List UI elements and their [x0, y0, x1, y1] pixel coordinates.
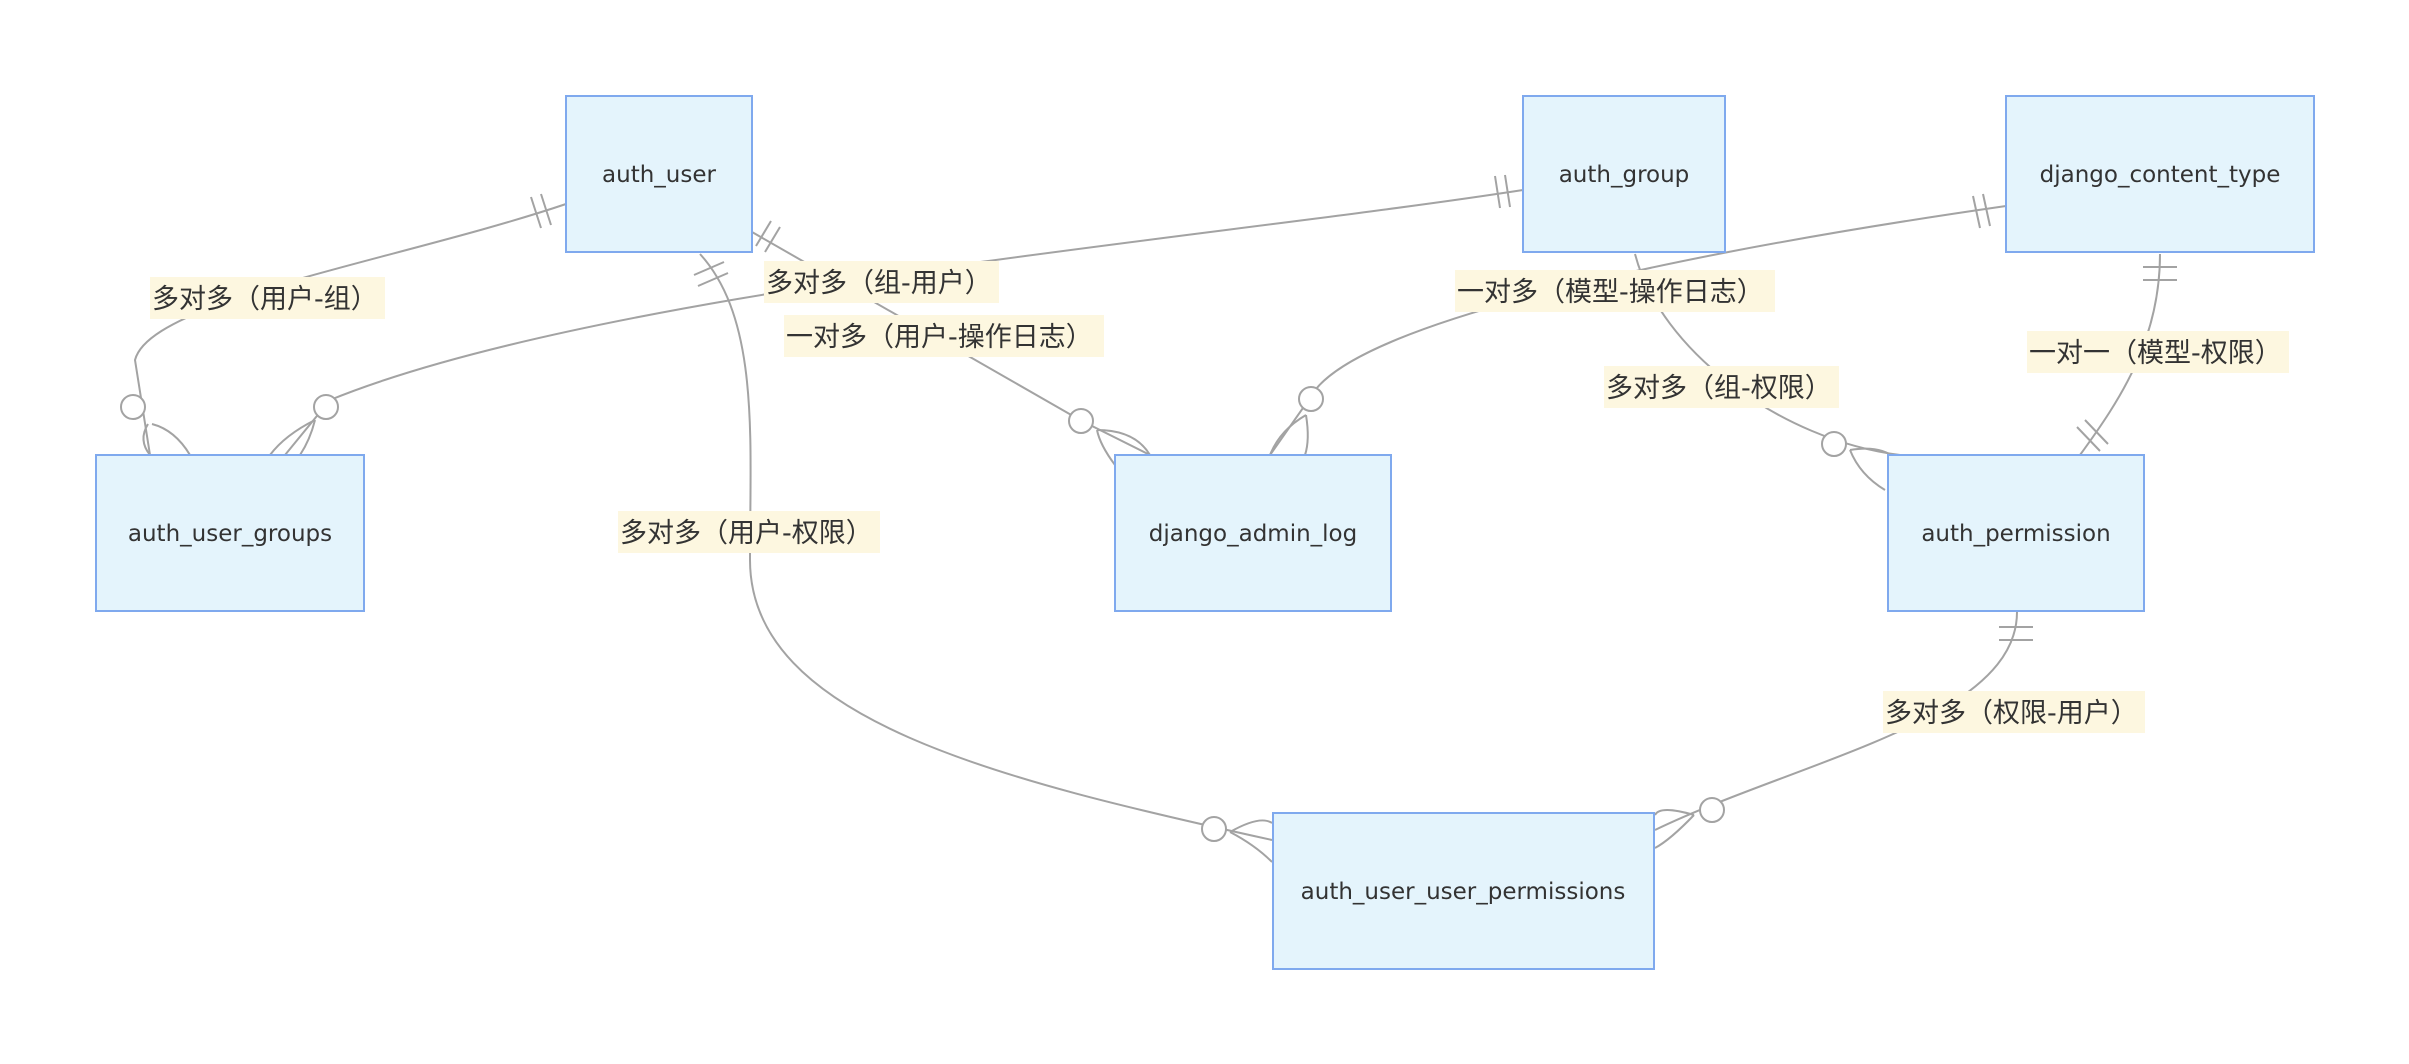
edge-user-user-permissions — [693, 253, 1273, 863]
svg-text:auth_permission: auth_permission — [1921, 521, 2110, 547]
svg-text:auth_user_user_permissions: auth_user_user_permissions — [1301, 879, 1626, 905]
entity-django-content-type[interactable]: django_content_type — [2005, 95, 2315, 253]
label-user-group: 多对多（用户-组） — [150, 277, 385, 319]
label-permission-user: 多对多（权限-用户） — [1883, 691, 2145, 733]
edge-permission-user-permissions — [1654, 611, 2033, 849]
label-group-permission: 多对多（组-权限） — [1604, 366, 1839, 408]
entities: auth_user auth_group django_content_type… — [95, 95, 2315, 970]
svg-text:多对多（用户-组）: 多对多（用户-组） — [152, 284, 378, 315]
svg-text:django_admin_log: django_admin_log — [1149, 521, 1357, 547]
entity-auth-permission[interactable]: auth_permission — [1887, 454, 2145, 612]
entity-auth-group[interactable]: auth_group — [1522, 95, 1726, 253]
entity-django-admin-log[interactable]: django_admin_log — [1114, 454, 1392, 612]
svg-text:一对一（模型-权限）: 一对一（模型-权限） — [2029, 338, 2282, 369]
svg-text:auth_user: auth_user — [602, 162, 716, 188]
svg-text:多对多（权限-用户）: 多对多（权限-用户） — [1885, 698, 2138, 729]
svg-text:auth_user_groups: auth_user_groups — [128, 521, 332, 547]
label-user-permission: 多对多（用户-权限） — [618, 511, 880, 553]
svg-text:多对多（组-权限）: 多对多（组-权限） — [1606, 373, 1832, 404]
svg-text:多对多（组-用户）: 多对多（组-用户） — [766, 268, 992, 299]
label-group-user: 多对多（组-用户） — [764, 261, 999, 303]
svg-text:一对多（用户-操作日志）: 一对多（用户-操作日志） — [786, 322, 1093, 353]
entity-auth-user[interactable]: auth_user — [565, 95, 753, 253]
label-user-log: 一对多（用户-操作日志） — [784, 315, 1104, 357]
entity-auth-user-groups[interactable]: auth_user_groups — [95, 454, 365, 612]
entity-auth-user-user-permissions[interactable]: auth_user_user_permissions — [1272, 812, 1655, 970]
relationship-labels: 多对多（用户-组） 多对多（组-用户） 一对多（用户-操作日志） 一对多（模型-… — [150, 261, 2289, 733]
label-model-log: 一对多（模型-操作日志） — [1455, 270, 1775, 312]
label-model-permission: 一对一（模型-权限） — [2027, 331, 2289, 373]
svg-text:一对多（模型-操作日志）: 一对多（模型-操作日志） — [1457, 277, 1764, 308]
svg-text:auth_group: auth_group — [1559, 162, 1690, 188]
svg-text:多对多（用户-权限）: 多对多（用户-权限） — [620, 518, 873, 549]
edge-user-user-groups — [120, 193, 567, 456]
svg-text:django_content_type: django_content_type — [2040, 162, 2281, 188]
